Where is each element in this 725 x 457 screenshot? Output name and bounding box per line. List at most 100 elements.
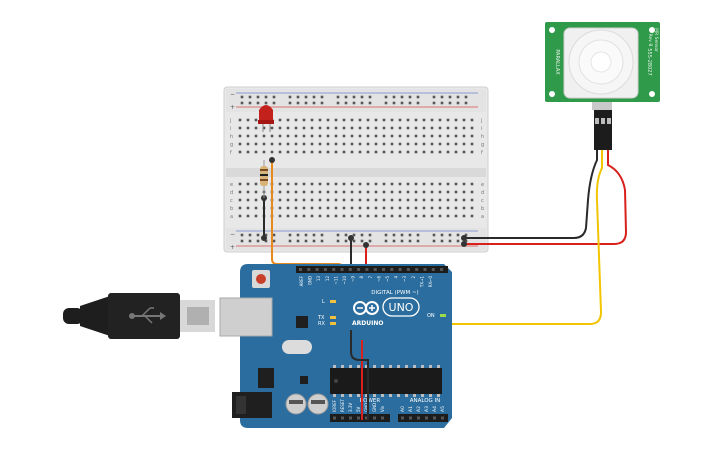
breadboard-hole[interactable]	[254, 198, 258, 202]
rail-hole[interactable]	[368, 95, 372, 99]
rail-hole[interactable]	[288, 233, 292, 237]
rail-hole[interactable]	[248, 233, 252, 237]
breadboard-hole[interactable]	[430, 134, 434, 138]
breadboard-hole[interactable]	[342, 198, 346, 202]
breadboard-hole[interactable]	[414, 206, 418, 210]
breadboard-hole[interactable]	[398, 198, 402, 202]
breadboard-hole[interactable]	[382, 118, 386, 122]
breadboard-hole[interactable]	[238, 150, 242, 154]
breadboard-hole[interactable]	[326, 182, 330, 186]
breadboard-hole[interactable]	[358, 198, 362, 202]
breadboard-hole[interactable]	[294, 150, 298, 154]
rail-hole[interactable]	[440, 101, 444, 105]
breadboard-hole[interactable]	[326, 198, 330, 202]
breadboard-hole[interactable]	[262, 150, 266, 154]
breadboard-hole[interactable]	[398, 190, 402, 194]
breadboard-hole[interactable]	[390, 198, 394, 202]
breadboard-hole[interactable]	[318, 134, 322, 138]
rail-hole[interactable]	[408, 233, 412, 237]
breadboard-hole[interactable]	[270, 126, 274, 130]
breadboard-hole[interactable]	[358, 118, 362, 122]
breadboard-hole[interactable]	[334, 150, 338, 154]
breadboard-hole[interactable]	[430, 118, 434, 122]
rail-hole[interactable]	[384, 239, 388, 243]
breadboard-hole[interactable]	[374, 150, 378, 154]
breadboard-hole[interactable]	[454, 134, 458, 138]
breadboard-hole[interactable]	[262, 134, 266, 138]
breadboard-hole[interactable]	[454, 190, 458, 194]
breadboard-hole[interactable]	[278, 118, 282, 122]
breadboard-hole[interactable]	[350, 182, 354, 186]
rail-hole[interactable]	[432, 101, 436, 105]
breadboard-hole[interactable]	[446, 198, 450, 202]
breadboard-hole[interactable]	[270, 150, 274, 154]
breadboard-hole[interactable]	[350, 150, 354, 154]
breadboard-hole[interactable]	[254, 118, 258, 122]
breadboard-hole[interactable]	[326, 142, 330, 146]
breadboard-hole[interactable]	[294, 190, 298, 194]
breadboard-hole[interactable]	[454, 182, 458, 186]
rail-hole[interactable]	[304, 239, 308, 243]
breadboard-hole[interactable]	[414, 214, 418, 218]
breadboard-hole[interactable]	[398, 182, 402, 186]
rail-hole[interactable]	[312, 239, 316, 243]
rail-hole[interactable]	[296, 233, 300, 237]
rail-hole[interactable]	[248, 101, 252, 105]
breadboard-hole[interactable]	[390, 142, 394, 146]
breadboard-hole[interactable]	[366, 182, 370, 186]
breadboard-hole[interactable]	[398, 214, 402, 218]
rail-hole[interactable]	[392, 95, 396, 99]
breadboard-hole[interactable]	[334, 198, 338, 202]
rail-hole[interactable]	[336, 101, 340, 105]
breadboard-hole[interactable]	[422, 182, 426, 186]
breadboard-hole[interactable]	[318, 206, 322, 210]
breadboard-hole[interactable]	[358, 214, 362, 218]
breadboard-hole[interactable]	[406, 182, 410, 186]
breadboard-hole[interactable]	[438, 190, 442, 194]
breadboard-hole[interactable]	[294, 206, 298, 210]
breadboard-hole[interactable]	[238, 118, 242, 122]
breadboard-hole[interactable]	[406, 142, 410, 146]
breadboard-hole[interactable]	[238, 206, 242, 210]
breadboard-hole[interactable]	[254, 142, 258, 146]
breadboard-hole[interactable]	[342, 134, 346, 138]
rail-hole[interactable]	[264, 95, 268, 99]
breadboard-hole[interactable]	[382, 198, 386, 202]
breadboard-hole[interactable]	[406, 150, 410, 154]
breadboard-hole[interactable]	[246, 198, 250, 202]
rail-hole[interactable]	[296, 239, 300, 243]
breadboard-hole[interactable]	[470, 118, 474, 122]
breadboard-hole[interactable]	[382, 206, 386, 210]
breadboard-hole[interactable]	[326, 190, 330, 194]
breadboard-hole[interactable]	[326, 134, 330, 138]
breadboard-hole[interactable]	[318, 126, 322, 130]
breadboard-hole[interactable]	[374, 134, 378, 138]
rail-hole[interactable]	[344, 239, 348, 243]
breadboard-hole[interactable]	[446, 142, 450, 146]
breadboard-hole[interactable]	[238, 182, 242, 186]
breadboard-hole[interactable]	[342, 118, 346, 122]
rail-hole[interactable]	[416, 101, 420, 105]
breadboard-hole[interactable]	[326, 206, 330, 210]
rail-hole[interactable]	[288, 95, 292, 99]
breadboard-hole[interactable]	[350, 198, 354, 202]
rail-hole[interactable]	[440, 233, 444, 237]
rail-hole[interactable]	[464, 95, 468, 99]
rail-hole[interactable]	[264, 101, 268, 105]
breadboard-hole[interactable]	[342, 182, 346, 186]
rail-hole[interactable]	[416, 95, 420, 99]
breadboard-hole[interactable]	[422, 126, 426, 130]
breadboard-hole[interactable]	[286, 150, 290, 154]
breadboard-hole[interactable]	[462, 198, 466, 202]
rail-hole[interactable]	[240, 101, 244, 105]
breadboard-hole[interactable]	[422, 198, 426, 202]
breadboard-hole[interactable]	[302, 134, 306, 138]
rail-hole[interactable]	[336, 239, 340, 243]
digital-header[interactable]	[296, 266, 448, 273]
rail-hole[interactable]	[344, 95, 348, 99]
breadboard-hole[interactable]	[382, 134, 386, 138]
breadboard-hole[interactable]	[406, 206, 410, 210]
breadboard-hole[interactable]	[414, 142, 418, 146]
breadboard-hole[interactable]	[438, 142, 442, 146]
breadboard-hole[interactable]	[382, 182, 386, 186]
